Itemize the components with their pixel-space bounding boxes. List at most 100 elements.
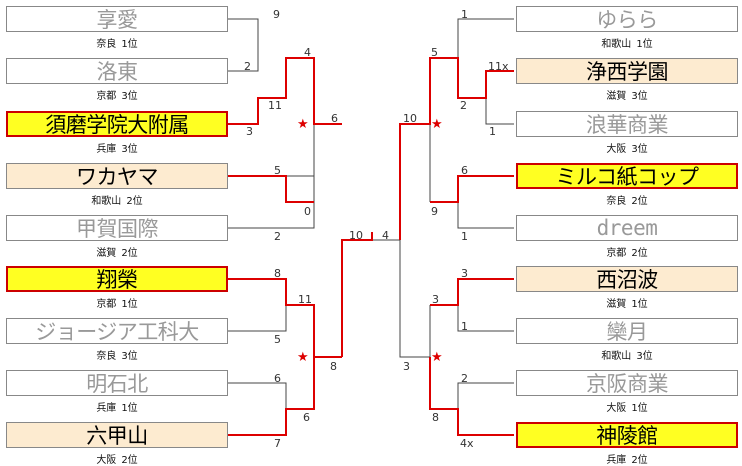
- team-prefecture: 奈良: [96, 39, 117, 50]
- score-label: 9: [273, 8, 280, 21]
- score-label: 7: [274, 437, 281, 450]
- team-prefecture: 滋賀: [96, 248, 117, 259]
- team-region-rank: 和歌山 1位: [516, 35, 738, 50]
- team-box: 欒月: [516, 318, 738, 344]
- score-label: 2: [274, 230, 281, 243]
- team-region-rank: 兵庫 3位: [6, 140, 228, 155]
- team-rank: 3位: [121, 91, 138, 102]
- team-box: ワカヤマ: [6, 163, 228, 189]
- team-prefecture: 奈良: [96, 351, 117, 362]
- team-prefecture: 奈良: [606, 196, 627, 207]
- score-label: 2: [460, 99, 467, 112]
- score-label: 4: [304, 46, 311, 59]
- team-box: 甲賀国際: [6, 215, 228, 241]
- team-rank: 2位: [121, 455, 138, 466]
- score-label: 3: [461, 267, 468, 280]
- score-label: 6: [303, 411, 310, 424]
- team-prefecture: 兵庫: [606, 455, 627, 466]
- star-marker: ★: [297, 117, 309, 132]
- score-label: 1: [461, 320, 468, 333]
- score-label: 8: [330, 360, 337, 373]
- team-rank: 3位: [631, 91, 648, 102]
- team-rank: 1位: [121, 39, 138, 50]
- team-box: 京阪商業: [516, 370, 738, 396]
- team-region-rank: 京都 1位: [6, 295, 228, 310]
- team-region-rank: 兵庫 1位: [6, 399, 228, 414]
- team-rank: 1位: [121, 299, 138, 310]
- score-label: 5: [274, 333, 281, 346]
- team-box: 須磨学院大附属: [6, 111, 228, 137]
- team-box: ジョージア工科大: [6, 318, 228, 344]
- team-region-rank: 京都 3位: [6, 87, 228, 102]
- team-prefecture: 滋賀: [606, 91, 627, 102]
- score-label: 4: [382, 229, 389, 242]
- team-region-rank: 京都 2位: [516, 244, 738, 259]
- team-box: 浪華商業: [516, 111, 738, 137]
- team-region-rank: 奈良 1位: [6, 35, 228, 50]
- team-rank: 2位: [126, 196, 143, 207]
- team-region-rank: 大阪 1位: [516, 399, 738, 414]
- team-rank: 2位: [631, 455, 648, 466]
- team-region-rank: 和歌山 2位: [6, 192, 228, 207]
- team-prefecture: 兵庫: [96, 144, 117, 155]
- team-region-rank: 奈良 3位: [6, 347, 228, 362]
- star-marker: ★: [431, 117, 443, 132]
- score-label: 5: [431, 46, 438, 59]
- score-label: 11: [298, 293, 312, 306]
- team-region-rank: 滋賀 1位: [516, 295, 738, 310]
- team-prefecture: 大阪: [606, 403, 627, 414]
- score-label: 9: [431, 205, 438, 218]
- score-label: 11x: [488, 60, 509, 73]
- team-box: 享愛: [6, 6, 228, 32]
- team-region-rank: 滋賀 2位: [6, 244, 228, 259]
- score-label: 1: [461, 8, 468, 21]
- team-box: 浄西学園: [516, 58, 738, 84]
- team-box: 神陵館: [516, 422, 738, 448]
- score-label: 8: [432, 411, 439, 424]
- team-prefecture: 京都: [606, 248, 627, 259]
- team-rank: 1位: [631, 403, 648, 414]
- score-label: 11: [268, 99, 282, 112]
- team-rank: 1位: [636, 39, 653, 50]
- team-rank: 2位: [631, 196, 648, 207]
- team-rank: 3位: [121, 351, 138, 362]
- team-rank: 1位: [121, 403, 138, 414]
- team-prefecture: 和歌山: [601, 39, 632, 50]
- team-rank: 3位: [631, 144, 648, 155]
- team-rank: 3位: [636, 351, 653, 362]
- team-region-rank: 滋賀 3位: [516, 87, 738, 102]
- team-prefecture: 和歌山: [601, 351, 632, 362]
- team-region-rank: 兵庫 2位: [516, 451, 738, 466]
- star-marker: ★: [297, 350, 309, 365]
- team-box: dreem: [516, 215, 738, 241]
- team-prefecture: 京都: [96, 91, 117, 102]
- team-region-rank: 和歌山 3位: [516, 347, 738, 362]
- score-label: 3: [403, 360, 410, 373]
- team-box: 翔榮: [6, 266, 228, 292]
- team-box: 西沼波: [516, 266, 738, 292]
- score-label: 8: [274, 267, 281, 280]
- bracket-lines-lost: [228, 18, 514, 409]
- team-box: 洛東: [6, 58, 228, 84]
- team-prefecture: 大阪: [96, 455, 117, 466]
- team-box: 六甲山: [6, 422, 228, 448]
- team-box: ゆらら: [516, 6, 738, 32]
- team-prefecture: 大阪: [606, 144, 627, 155]
- score-label: 5: [274, 164, 281, 177]
- score-label: 4x: [460, 437, 474, 450]
- team-prefecture: 和歌山: [91, 196, 122, 207]
- score-label: 6: [461, 164, 468, 177]
- score-label: 1: [461, 230, 468, 243]
- score-label: 0: [304, 205, 311, 218]
- star-marker: ★: [431, 350, 443, 365]
- team-box: 明石北: [6, 370, 228, 396]
- team-region-rank: 大阪 3位: [516, 140, 738, 155]
- team-region-rank: 奈良 2位: [516, 192, 738, 207]
- team-rank: 1位: [631, 299, 648, 310]
- score-label: 6: [274, 372, 281, 385]
- team-box: ミルコ紙コップ: [516, 163, 738, 189]
- team-rank: 2位: [631, 248, 648, 259]
- score-label: 3: [432, 293, 439, 306]
- bracket-lines-won: [228, 57, 514, 436]
